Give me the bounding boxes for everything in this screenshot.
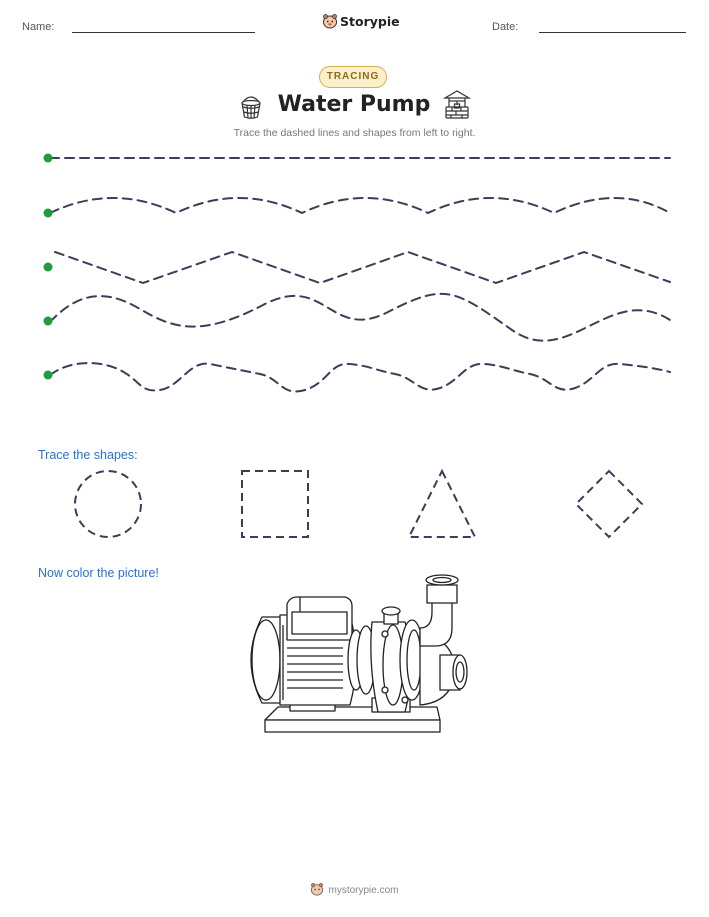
color-section-label: Now color the picture! — [38, 566, 159, 580]
start-dot — [43, 208, 53, 218]
footer-url[interactable]: mystorypie.com — [328, 885, 399, 896]
instructions-subtitle: Trace the dashed lines and shapes from l… — [233, 127, 476, 139]
bucket-icon — [238, 92, 264, 120]
date-label: Date: — [492, 21, 519, 33]
date-line[interactable] — [539, 32, 686, 33]
brand-name: Storypie — [340, 14, 400, 29]
trace-line-wave[interactable] — [49, 292, 671, 342]
start-dot — [43, 262, 53, 272]
trace-diamond[interactable] — [574, 469, 644, 539]
shapes-section-label: Trace the shapes: — [38, 448, 138, 462]
trace-line-zigzag[interactable] — [54, 250, 671, 285]
trace-circle[interactable] — [74, 470, 142, 538]
name-line[interactable] — [72, 32, 255, 33]
storypie-logo-icon — [310, 882, 324, 899]
trace-line-deep-wave[interactable] — [49, 362, 671, 393]
start-dot — [43, 316, 53, 326]
water-pump-illustration[interactable] — [235, 570, 475, 740]
trace-square[interactable] — [241, 470, 309, 538]
storypie-logo-icon — [322, 13, 338, 29]
tracing-lines — [43, 153, 671, 393]
trace-line-gentle-wave[interactable] — [49, 197, 671, 215]
footer: mystorypie.com — [0, 882, 709, 899]
page-title: Water Pump — [277, 92, 431, 117]
start-dot — [43, 370, 53, 380]
tracing-shapes — [74, 468, 644, 539]
tracing-badge: TRACING — [319, 66, 387, 88]
name-label: Name: — [22, 21, 55, 33]
well-icon — [442, 89, 472, 120]
start-dot — [43, 153, 53, 163]
trace-triangle[interactable] — [407, 468, 477, 538]
